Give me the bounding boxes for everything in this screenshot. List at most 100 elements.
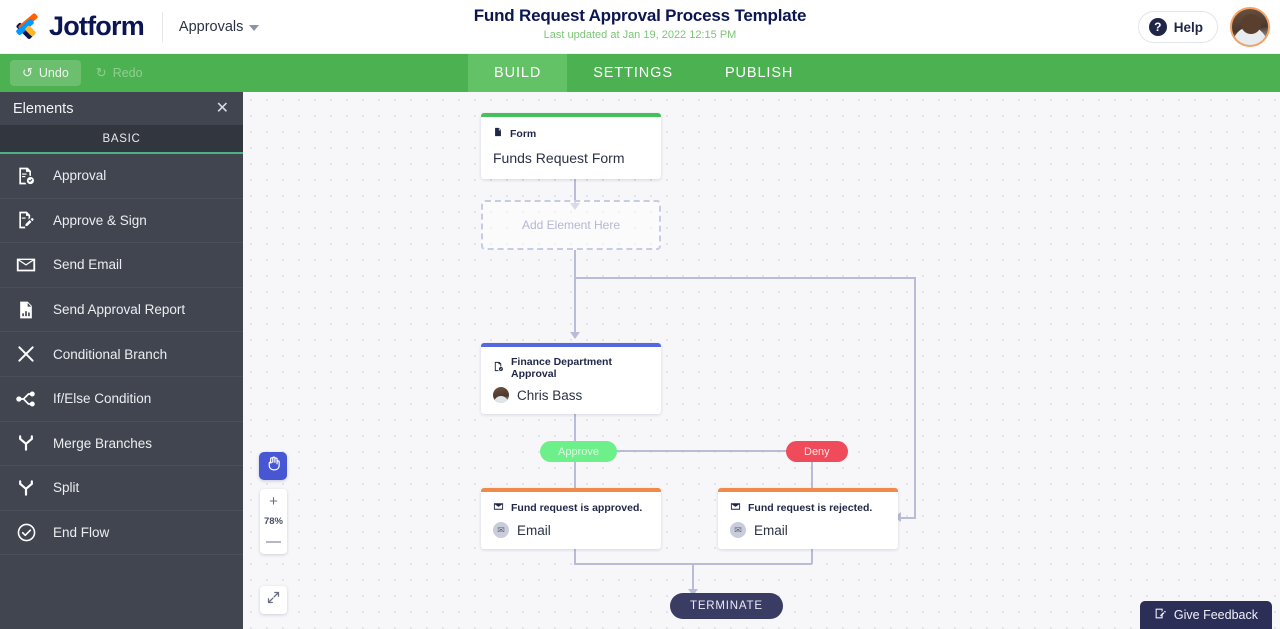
sidebar-item-label: Split	[53, 480, 80, 496]
form-document-icon	[493, 126, 503, 141]
feedback-pencil-icon	[1154, 607, 1167, 623]
undo-arrow-icon: ↺	[22, 65, 33, 80]
help-button[interactable]: ? Help	[1137, 11, 1218, 43]
node-assignee-name: Chris Bass	[517, 387, 583, 403]
undo-button-label: Undo	[38, 66, 69, 80]
node-channel-label: Email	[754, 522, 788, 538]
node-type-row: Form	[481, 117, 661, 141]
avatar	[493, 387, 509, 403]
email-chip-icon: ✉	[730, 522, 746, 538]
give-feedback-button[interactable]: Give Feedback	[1139, 601, 1272, 629]
node-type-label: Fund request is approved.	[511, 502, 643, 514]
brand-home-link[interactable]: Jotform	[0, 11, 145, 42]
connector-approve-branch	[574, 450, 576, 506]
approve-sign-icon	[13, 210, 39, 230]
node-name-row: Funds Request Form	[481, 141, 661, 179]
pan-tool-button[interactable]	[259, 452, 287, 480]
close-icon[interactable]: ✕	[215, 99, 229, 117]
node-accent-bar	[718, 488, 898, 492]
tab-settings[interactable]: SETTINGS	[593, 65, 673, 81]
connector-branch-right	[574, 277, 915, 279]
tab-build[interactable]: BUILD	[468, 54, 568, 92]
node-approval[interactable]: Finance Department Approval Chris Bass	[481, 343, 661, 414]
arrow-icon	[570, 332, 580, 339]
sidebar-item-label: If/Else Condition	[53, 391, 152, 407]
node-name: Funds Request Form	[493, 150, 625, 166]
elements-sidebar: Elements ✕ BASIC Approval Approve & Sign…	[0, 92, 243, 629]
builder-tabs: BUILD SETTINGS PUBLISH	[468, 54, 819, 92]
sidebar-item-label: Approval	[53, 168, 107, 184]
add-element-label: Add Element Here	[521, 218, 621, 232]
question-circle-icon: ?	[1148, 18, 1167, 36]
hand-pan-icon	[265, 455, 282, 477]
flow-canvas[interactable]: Form Funds Request Form Add Element Here…	[243, 92, 1280, 629]
sidebar-item-label: Send Email	[53, 257, 123, 273]
sidebar-item-label: Merge Branches	[53, 435, 153, 451]
header-divider	[161, 11, 163, 42]
sidebar-item-conditional-branch[interactable]: Conditional Branch	[0, 332, 243, 377]
sidebar-item-approval[interactable]: Approval	[0, 154, 243, 199]
sidebar-item-end-flow[interactable]: End Flow	[0, 511, 243, 556]
connector-rejected-down	[811, 542, 813, 564]
branch-label-approve[interactable]: Approve	[540, 441, 617, 462]
zoom-in-button[interactable]: +	[269, 493, 278, 510]
node-channel-label: Email	[517, 522, 551, 538]
sidebar-item-if-else-condition[interactable]: If/Else Condition	[0, 377, 243, 422]
node-email-approved[interactable]: Fund request is approved. ✉ Email	[481, 488, 661, 549]
node-type-row: Fund request is rejected.	[718, 492, 898, 515]
redo-button-label: Redo	[112, 66, 143, 80]
node-terminate[interactable]: TERMINATE	[670, 593, 783, 619]
approval-document-icon	[493, 361, 504, 375]
product-switcher-approvals[interactable]: Approvals	[179, 19, 260, 35]
node-email-rejected[interactable]: Fund request is rejected. ✉ Email	[718, 488, 898, 549]
sidebar-item-approve-sign[interactable]: Approve & Sign	[0, 199, 243, 244]
zoom-out-button[interactable]: —	[266, 533, 281, 550]
split-icon	[13, 478, 39, 498]
connector-approval-down	[574, 396, 576, 451]
brand-name: Jotform	[49, 11, 145, 41]
connector-merge-to-terminate	[692, 563, 694, 594]
sidebar-item-label: Send Approval Report	[53, 302, 186, 318]
top-header-bar: Jotform Approvals Fund Request Approval …	[0, 0, 1280, 54]
sidebar-item-split[interactable]: Split	[0, 466, 243, 511]
node-type-label: Form	[510, 127, 537, 140]
node-accent-bar	[481, 488, 661, 492]
node-channel-row: ✉ Email	[718, 515, 898, 549]
fit-to-screen-button[interactable]	[260, 586, 287, 614]
undo-redo-group: ↺ Undo ↻ Redo	[0, 60, 155, 86]
tab-publish[interactable]: PUBLISH	[724, 65, 794, 81]
sidebar-item-send-email[interactable]: Send Email	[0, 243, 243, 288]
undo-button[interactable]: ↺ Undo	[10, 60, 81, 86]
if-else-condition-icon	[13, 389, 39, 409]
approval-document-icon	[13, 166, 39, 186]
node-accent-bar	[481, 343, 661, 347]
expand-fullscreen-icon	[266, 590, 281, 610]
node-assignee-row: Chris Bass	[481, 380, 661, 414]
node-channel-row: ✉ Email	[481, 515, 661, 549]
add-element-placeholder[interactable]: Add Element Here	[481, 200, 661, 250]
avatar[interactable]	[1230, 7, 1270, 47]
connector-approval-split	[574, 450, 812, 452]
green-toolbar: ↺ Undo ↻ Redo BUILD SETTINGS PUBLISH	[0, 54, 1280, 92]
node-type-label: Finance Department Approval	[511, 356, 612, 380]
connector-right-down	[914, 277, 916, 517]
sidebar-title: Elements	[13, 100, 74, 117]
connector-right-into-rejected	[899, 517, 916, 519]
sidebar-item-label: Conditional Branch	[53, 346, 168, 362]
connector-deny-branch	[811, 450, 813, 506]
sidebar-item-send-approval-report[interactable]: Send Approval Report	[0, 288, 243, 333]
connector-approved-down	[574, 542, 576, 564]
sidebar-header: Elements ✕	[0, 92, 243, 125]
redo-button[interactable]: ↻ Redo	[84, 60, 155, 86]
node-type-row: Finance Department Approval	[481, 347, 661, 380]
sidebar-item-label: Approve & Sign	[53, 212, 147, 228]
branch-label-deny[interactable]: Deny	[786, 441, 848, 462]
sidebar-item-label: End Flow	[53, 525, 110, 541]
sidebar-item-merge-branches[interactable]: Merge Branches	[0, 422, 243, 467]
connector-form-to-placeholder	[574, 165, 576, 207]
node-form[interactable]: Form Funds Request Form	[481, 113, 661, 179]
jotform-logo-icon	[14, 12, 40, 40]
arrow-icon	[688, 589, 698, 596]
report-document-icon	[13, 300, 39, 320]
help-button-label: Help	[1173, 19, 1203, 35]
